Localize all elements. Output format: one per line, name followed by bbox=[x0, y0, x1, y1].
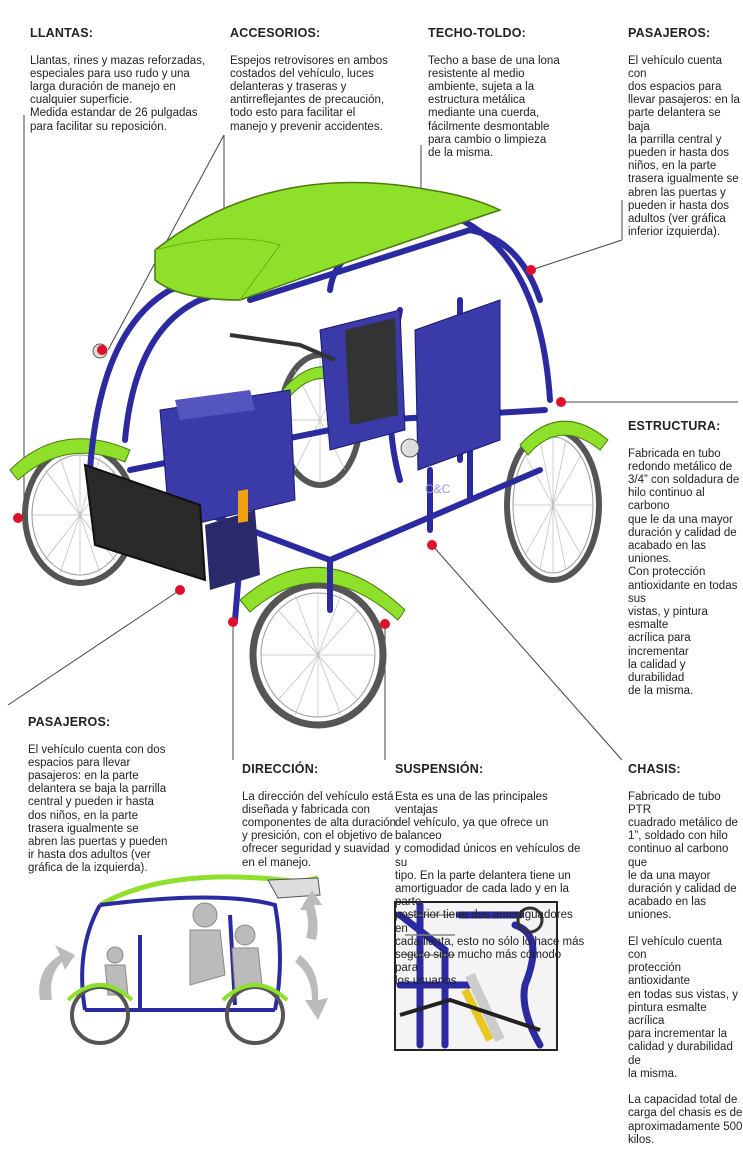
suspension-title: SUSPENSIÓN: bbox=[395, 762, 484, 777]
techo-callout: TECHO-TOLDO: Techo a base de una lona re… bbox=[428, 14, 593, 173]
suspension-callout: SUSPENSIÓN: Esta es una de las principal… bbox=[395, 750, 585, 1002]
estructura-title: ESTRUCTURA: bbox=[628, 419, 721, 434]
llantas-callout: LLANTAS: Llantas, rines y mazas reforzad… bbox=[30, 14, 230, 147]
direccion-title: DIRECCIÓN: bbox=[242, 762, 319, 777]
suspension-detail-illustration bbox=[394, 901, 558, 1051]
pasajeros-bottom-callout: PASAJEROS: El vehículo cuenta con dos es… bbox=[28, 703, 188, 889]
pasajeros-top-callout: PASAJEROS: El vehículo cuenta con dos es… bbox=[628, 14, 743, 253]
accesorios-callout: ACCESORIOS: Espejos retrovisores en ambo… bbox=[230, 14, 430, 147]
pasajeros-top-body: El vehículo cuenta con dos espacios para… bbox=[628, 54, 740, 239]
estructura-body: Fabricada en tubo redondo metálico de 3/… bbox=[628, 447, 740, 698]
vehicle-illustration: C&C bbox=[7, 115, 738, 1051]
pasajeros-top-title: PASAJEROS: bbox=[628, 26, 711, 41]
direccion-body: La dirección del vehículo está diseñada … bbox=[242, 790, 397, 869]
main-vehicle: C&C bbox=[9, 181, 609, 729]
suspension-body: Esta es una de las principales ventajas … bbox=[395, 790, 585, 988]
vehicle-badge: C&C bbox=[425, 482, 451, 496]
pasajeros-bottom-title: PASAJEROS: bbox=[28, 715, 111, 730]
llantas-body: Llantas, rines y mazas reforzadas, espec… bbox=[30, 54, 206, 133]
techo-title: TECHO-TOLDO: bbox=[428, 26, 526, 41]
chasis-title: CHASIS: bbox=[628, 762, 681, 777]
chasis-body: Fabricado de tubo PTR cuadrado metálico … bbox=[628, 790, 743, 1146]
accesorios-body: Espejos retrovisores en ambos costados d… bbox=[230, 54, 388, 133]
wheel-rear-right bbox=[504, 420, 609, 583]
pasajeros-bottom-body: El vehículo cuenta con dos espacios para… bbox=[28, 743, 168, 875]
llantas-title: LLANTAS: bbox=[30, 26, 94, 41]
direccion-callout: DIRECCIÓN: La dirección del vehículo est… bbox=[242, 750, 402, 883]
wheel-front-right bbox=[239, 566, 406, 729]
callout-dots bbox=[13, 265, 566, 629]
side-view-illustration bbox=[39, 874, 328, 1045]
chasis-callout: CHASIS: Fabricado de tubo PTR cuadrado m… bbox=[628, 750, 743, 1160]
estructura-callout: ESTRUCTURA: Fabricada en tubo redondo me… bbox=[628, 407, 743, 712]
accesorios-title: ACCESORIOS: bbox=[230, 26, 321, 41]
techo-body: Techo a base de una lona resistente al m… bbox=[428, 54, 560, 160]
